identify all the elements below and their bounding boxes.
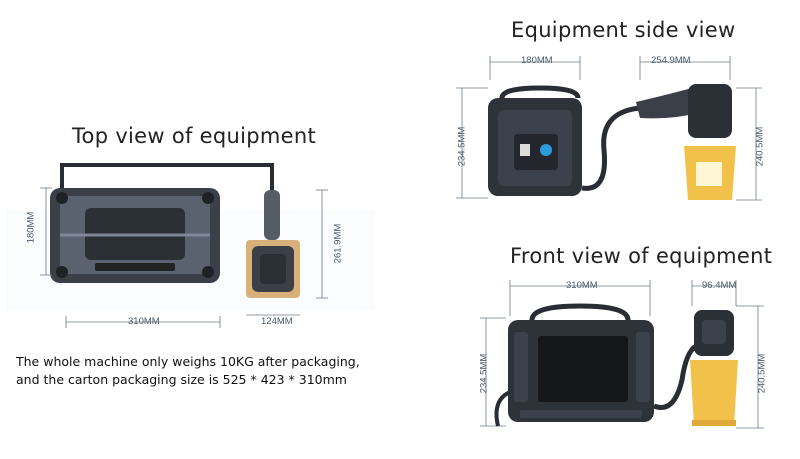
side-cable — [581, 105, 641, 191]
side-view-diagram — [456, 56, 762, 201]
top-dim-head-height: 261.9MM — [332, 223, 344, 264]
packaging-note-line1: The whole machine only weighs 10KG after… — [16, 354, 360, 369]
top-view-title: Top view of equipment — [72, 124, 317, 148]
front-head — [690, 310, 738, 426]
side-head — [636, 84, 736, 200]
top-main-body — [50, 188, 220, 283]
top-handle — [264, 190, 280, 240]
front-view-diagram — [480, 280, 764, 429]
top-cable — [60, 163, 274, 195]
front-dim-body-height: 234.5MM — [478, 353, 490, 394]
side-view-title: Equipment side view — [511, 18, 736, 42]
packaging-note-line2: and the carton packaging size is 525 * 4… — [16, 372, 347, 387]
front-dim-head-width: 96.4MM — [702, 280, 737, 291]
side-dim-body-width: 180MM — [521, 55, 553, 66]
front-view-title: Front view of equipment — [510, 244, 773, 268]
top-view-diagram — [5, 163, 375, 328]
front-dim-head-height: 240.5MM — [756, 353, 768, 394]
top-head — [246, 240, 300, 298]
front-dim-body-width: 310MM — [566, 280, 598, 291]
side-main-body — [488, 85, 582, 196]
top-dim-width: 310MM — [128, 316, 160, 327]
front-main-body — [508, 303, 654, 422]
side-dim-body-height: 234.5MM — [456, 126, 468, 167]
top-dim-height: 180MM — [25, 211, 37, 244]
front-cable — [494, 390, 511, 427]
top-dim-lines — [40, 187, 328, 328]
top-dim-head-width: 124MM — [261, 316, 293, 327]
side-dim-head-height: 240.5MM — [754, 126, 766, 167]
side-dim-head-length: 254.9MM — [651, 55, 691, 66]
